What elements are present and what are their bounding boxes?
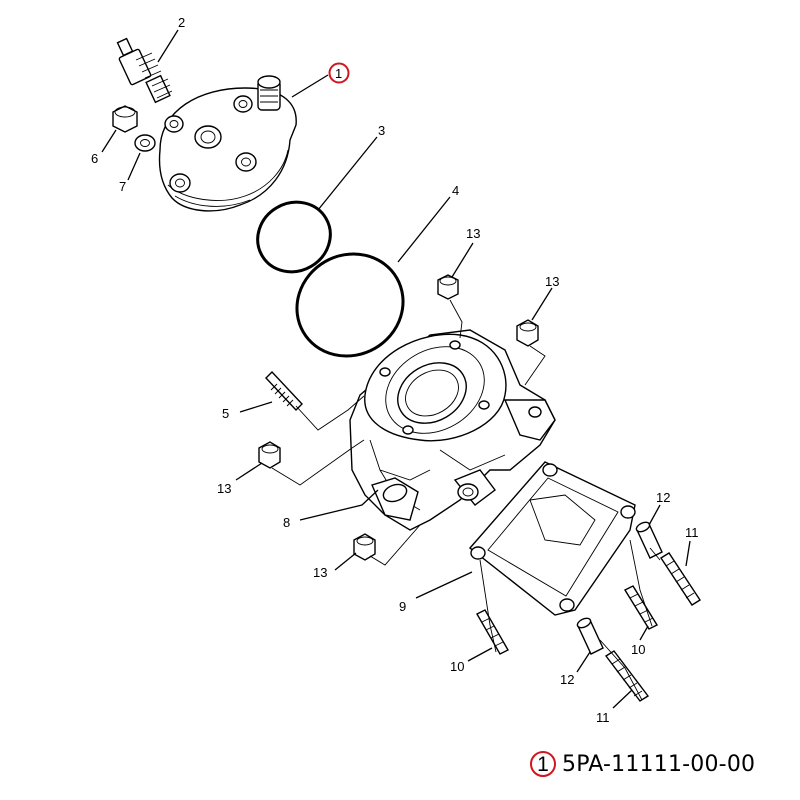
callout-2: 2 [178, 15, 185, 30]
callout-11-lower: 11 [596, 710, 610, 725]
callout-12-upper: 12 [656, 490, 670, 505]
cylinder-stud [265, 370, 303, 412]
dowel-pin-lower [576, 617, 604, 655]
callout-13-b: 13 [545, 274, 559, 289]
callout-9: 9 [399, 599, 406, 614]
leader-lines [101, 29, 691, 709]
base-gasket [468, 461, 636, 616]
callout-13-d: 13 [313, 565, 327, 580]
callout-1: 1 [335, 66, 342, 81]
callout-10-right: 10 [631, 642, 645, 657]
callout-highlight-circle [328, 62, 350, 84]
caption-index-badge: 1 [530, 751, 556, 777]
cylinder-nut-4 [353, 533, 376, 561]
dowel-stud-left [476, 609, 509, 655]
spark-plug [116, 37, 173, 104]
head-washer [134, 134, 156, 152]
callout-13-c: 13 [217, 481, 231, 496]
long-stud-lower [604, 650, 650, 702]
callout-5: 5 [222, 406, 229, 421]
callout-8: 8 [283, 515, 290, 530]
cylinder-nut-2 [516, 319, 539, 347]
callout-11-upper: 11 [685, 525, 699, 540]
part-number: 5PA-11111-00-00 [562, 751, 756, 777]
callout-13-a: 13 [466, 226, 480, 241]
o-ring-small [256, 200, 332, 274]
head-nut [112, 105, 138, 133]
callout-6: 6 [91, 151, 98, 166]
dowel-pin-upper [635, 521, 663, 559]
long-stud-upper [660, 552, 701, 606]
callout-labels: 1 2 3 4 5 6 7 8 9 10 10 11 11 12 12 13 1… [91, 15, 699, 725]
callout-10-left: 10 [450, 659, 464, 674]
caption-index: 1 [537, 752, 549, 776]
part-number-caption: 1 5PA-11111-00-00 [530, 748, 755, 780]
cylinder-nut-1 [437, 274, 459, 300]
callout-7: 7 [119, 179, 126, 194]
cylinder-nut-3 [258, 441, 281, 469]
cylinder-block [349, 329, 556, 531]
callout-3: 3 [378, 123, 385, 138]
cylinder-head [158, 75, 297, 212]
o-ring-large [295, 252, 405, 358]
callout-4: 4 [452, 183, 459, 198]
callout-12-lower: 12 [560, 672, 574, 687]
